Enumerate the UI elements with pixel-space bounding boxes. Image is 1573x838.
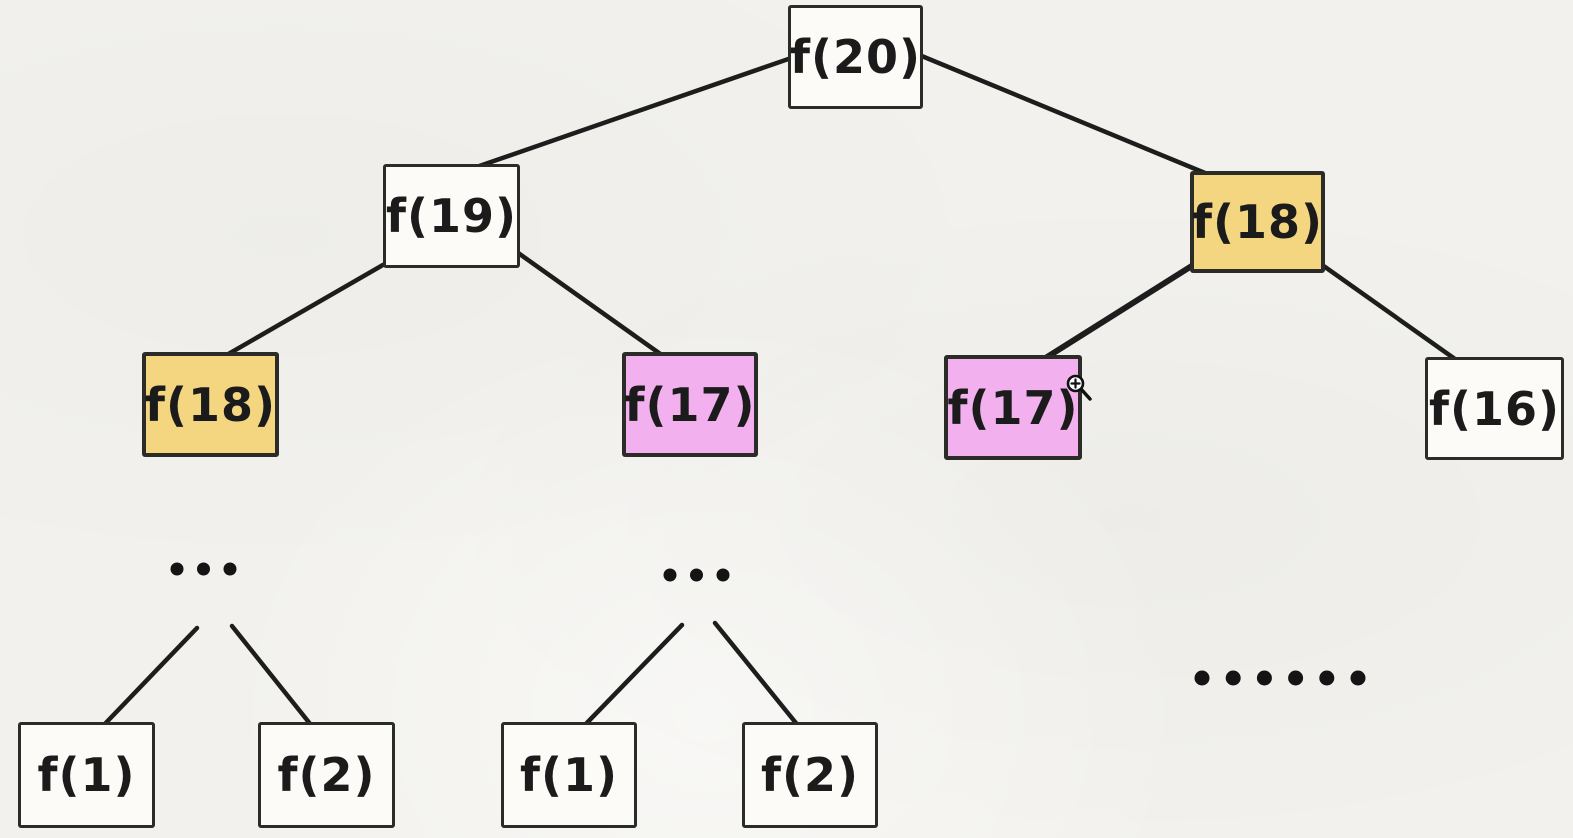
edge-f18-right-f17-right xyxy=(1033,259,1201,367)
edge-ellipsis-left-f1 xyxy=(96,625,200,733)
ellipsis-dot xyxy=(663,568,677,582)
node-f18-right: f(18) xyxy=(1190,171,1325,273)
ellipsis-dot xyxy=(1225,670,1241,686)
edge-ellipsis-middle-f2 xyxy=(712,620,803,731)
ellipsis-dot xyxy=(690,568,703,582)
node-f20: f(20) xyxy=(788,5,923,109)
ellipsis-dot xyxy=(170,562,184,576)
ellipsis-right xyxy=(1194,670,1366,686)
ellipsis-dot xyxy=(1288,670,1304,686)
ellipsis-dot xyxy=(716,568,730,582)
node-f18-left: f(18) xyxy=(142,352,279,457)
node-f2-bottom-left: f(2) xyxy=(258,722,395,828)
ellipsis-middle xyxy=(663,568,730,582)
node-f1-bottom-middle: f(1) xyxy=(501,722,637,828)
edge-ellipsis-middle-f1 xyxy=(577,622,685,733)
node-f1-bottom-left: f(1) xyxy=(18,722,155,828)
ellipsis-dot xyxy=(1350,670,1366,686)
edge-f19-f18-left xyxy=(215,255,398,363)
ellipsis-left xyxy=(170,562,237,576)
edge-ellipsis-left-f2 xyxy=(229,623,318,733)
ellipsis-dot xyxy=(1256,670,1272,686)
node-f16: f(16) xyxy=(1425,357,1564,460)
node-f19: f(19) xyxy=(383,164,520,268)
ellipsis-dot xyxy=(1194,670,1210,686)
ellipsis-dot xyxy=(197,562,210,576)
ellipsis-dot xyxy=(1319,670,1335,686)
edge-f19-f17-middle xyxy=(511,247,669,361)
edge-f18-right-f16 xyxy=(1315,259,1465,367)
node-f17-right: f(17) xyxy=(944,355,1082,460)
ellipsis-dot xyxy=(223,562,237,576)
edge-f20-f19 xyxy=(459,52,803,175)
node-f17-middle: f(17) xyxy=(622,352,758,457)
node-f2-bottom-middle: f(2) xyxy=(742,722,878,828)
edge-f20-f18-right xyxy=(909,49,1225,183)
